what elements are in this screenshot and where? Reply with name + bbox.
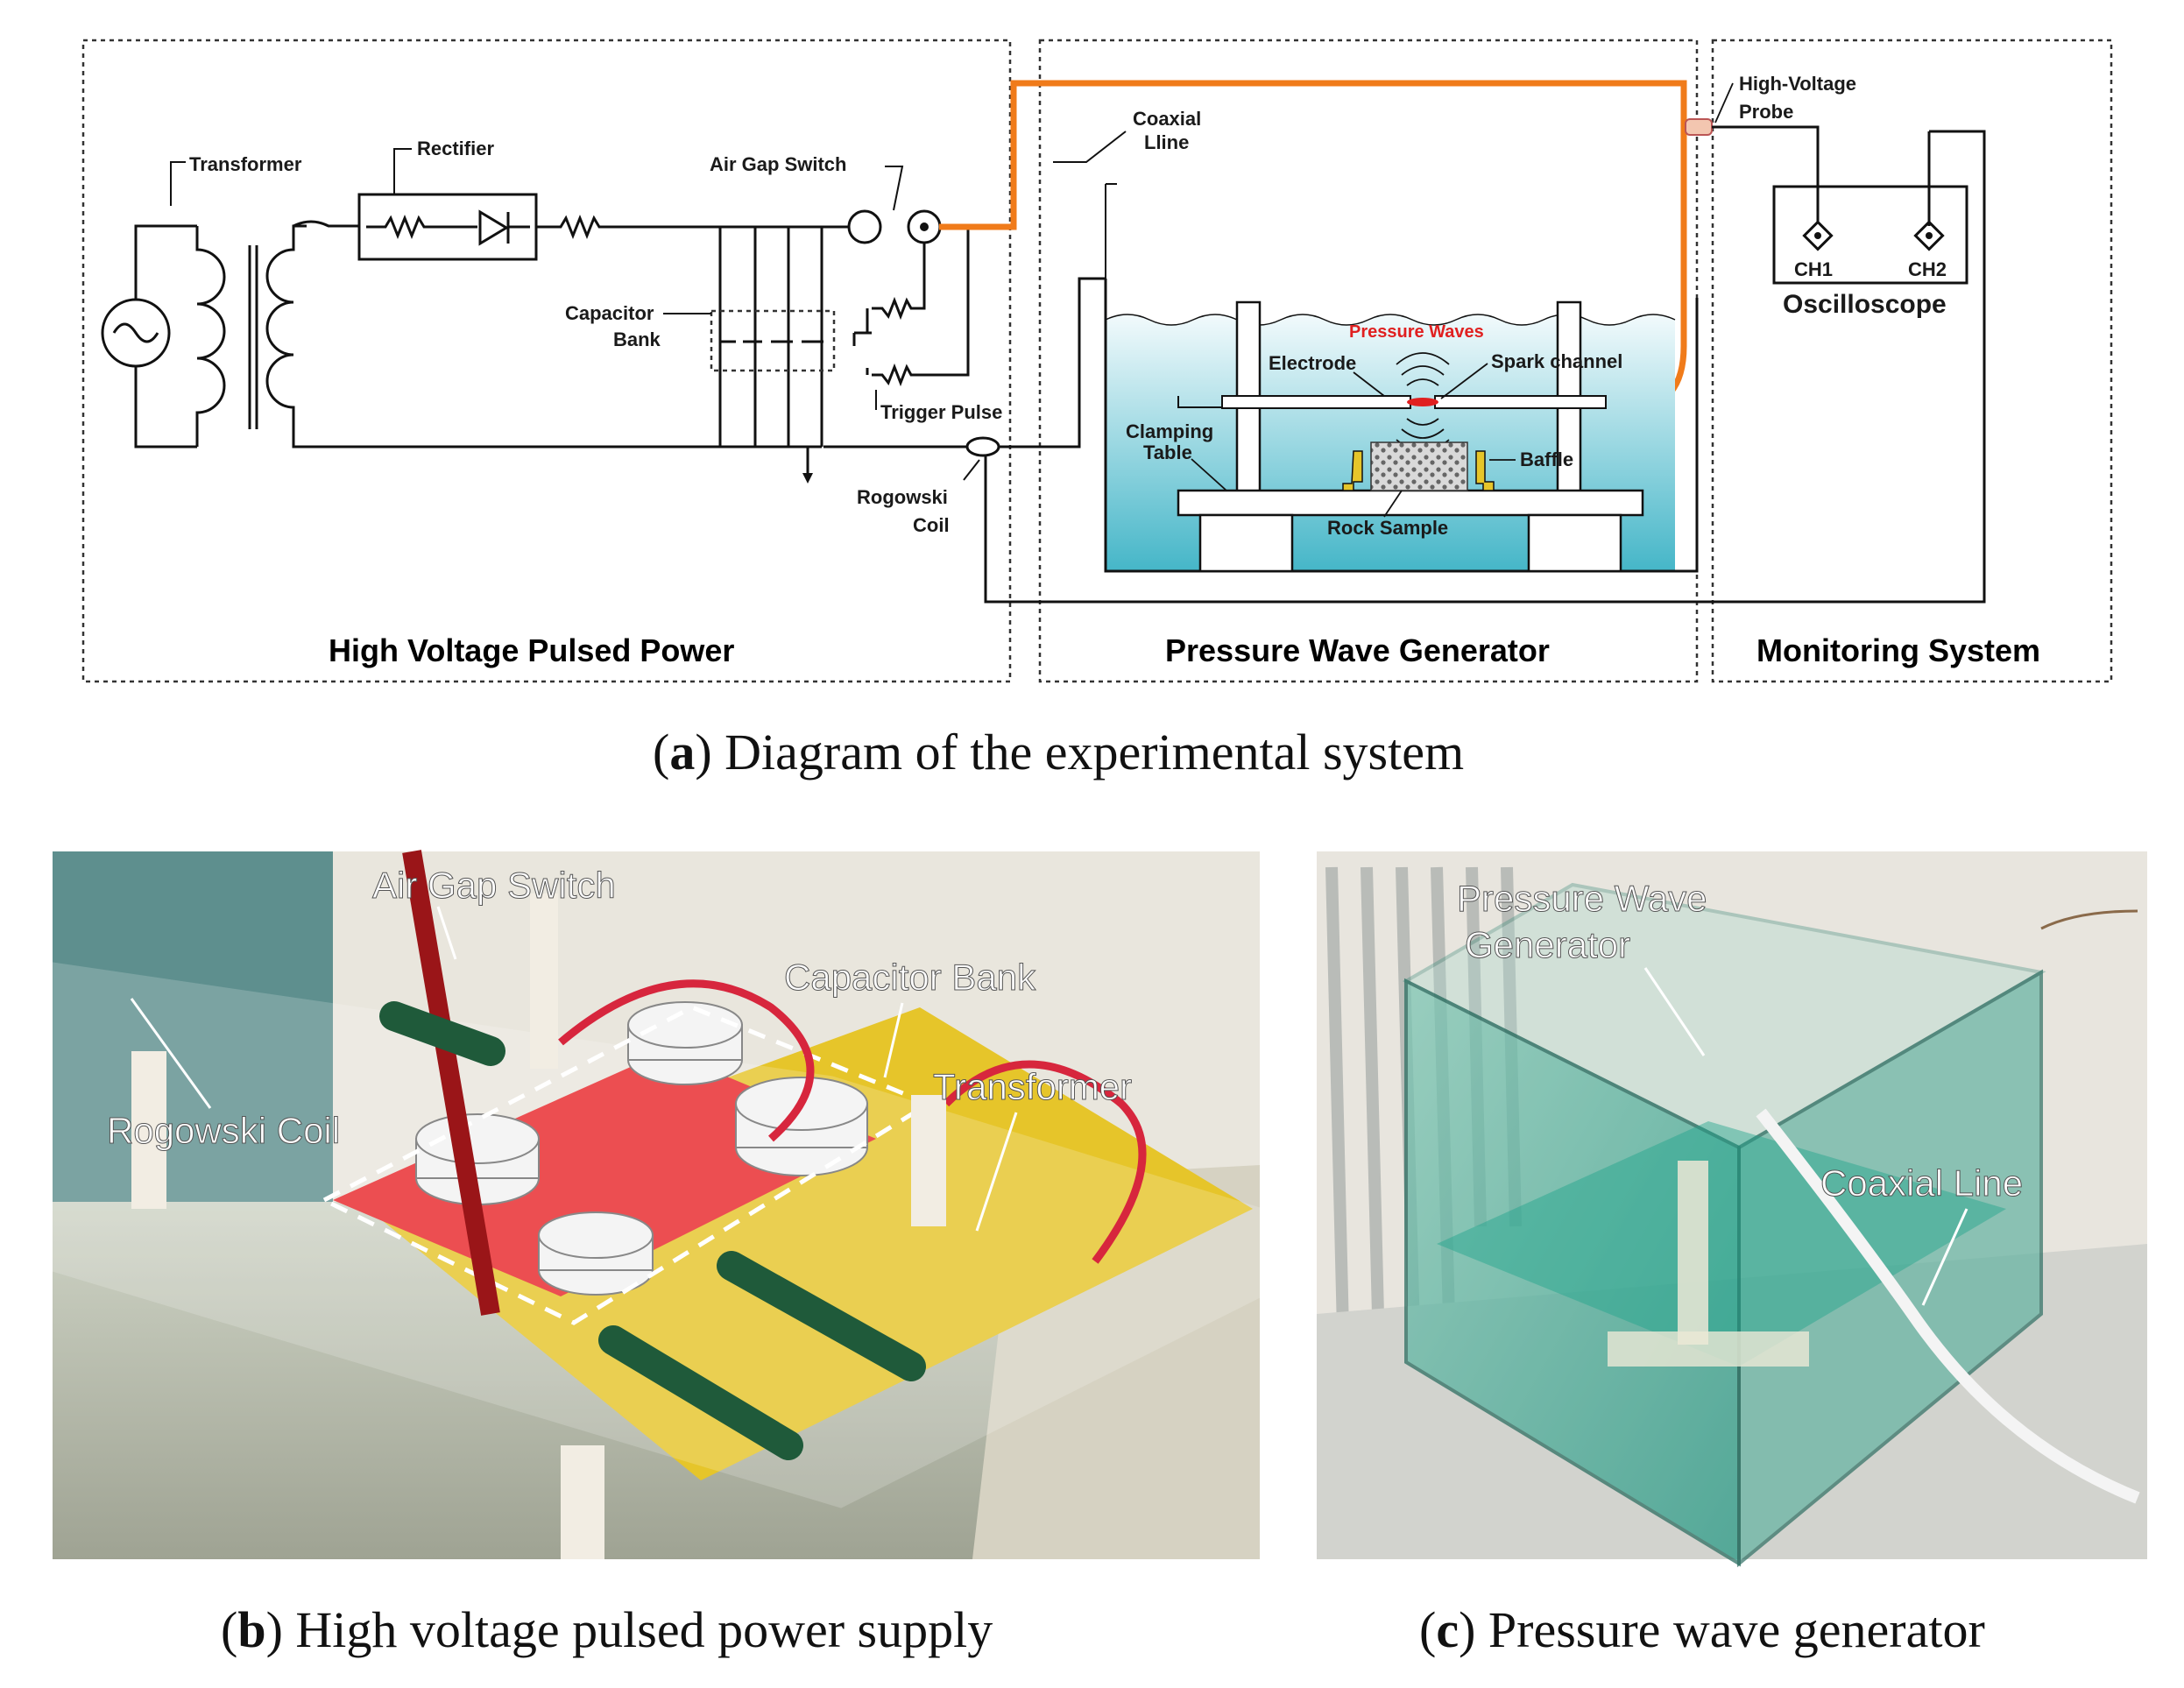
air-gap-switch-label: Air Gap Switch — [710, 153, 846, 175]
photo-c-coaxial-label: Coaxial Line — [1820, 1162, 2023, 1204]
hv-probe-label-1: High-Voltage — [1739, 73, 1856, 95]
ch1-label: CH1 — [1794, 258, 1833, 280]
ch2-label: CH2 — [1908, 258, 1947, 280]
panel-b-photo: Air Gap Switch Capacitor Bank Transforme… — [51, 850, 1262, 1658]
clamping-table-label-2: Table — [1143, 441, 1192, 463]
electrode-label: Electrode — [1269, 352, 1356, 374]
coaxial-label-2: Lline — [1144, 131, 1189, 153]
spark-channel-icon — [1407, 398, 1438, 406]
capacitor-bank-label-2: Bank — [613, 328, 661, 350]
caption-a: (a) Diagram of the experimental system — [653, 724, 1464, 780]
clamping-table-label-1: Clamping — [1126, 420, 1213, 442]
monitoring-section-frame — [1711, 39, 2113, 683]
photo-c-pwg-label-2: Generator — [1465, 924, 1630, 965]
ch1-connector-icon — [1802, 220, 1834, 251]
caption-a-text: Diagram of the experimental system — [712, 724, 1464, 780]
oscilloscope-icon — [1772, 185, 1968, 285]
monitoring-section-title: Monitoring System — [1756, 632, 2040, 668]
photo-b-capacitor-label: Capacitor Bank — [784, 957, 1036, 998]
air-gap-switch-icon — [847, 209, 942, 244]
caption-c: (c) Pressure wave generator — [1419, 1601, 1985, 1658]
photo-b-air-gap-label: Air Gap Switch — [372, 865, 616, 906]
capacitor-bank-label-1: Capacitor — [565, 302, 654, 324]
trigger-circuit — [852, 227, 970, 387]
caption-c-text: Pressure wave generator — [1475, 1601, 1984, 1658]
rock-sample-label: Rock Sample — [1327, 517, 1448, 539]
transformer-icon — [195, 220, 736, 448]
clamping-leader — [1191, 458, 1227, 491]
photo-b-transformer-label: Transformer — [933, 1066, 1132, 1107]
power-section-title: High Voltage Pulsed Power — [329, 632, 734, 668]
caption-a-letter: a — [669, 724, 695, 780]
spark-leader — [1440, 363, 1488, 399]
trigger-pulse-label: Trigger Pulse — [880, 401, 1002, 423]
air-gap-leader — [885, 166, 904, 211]
hv-probe-label-2: Probe — [1739, 101, 1793, 123]
coaxial-leader — [1053, 131, 1127, 163]
rogowski-to-ch2-wire — [984, 130, 1986, 604]
coaxial-label-1: Coaxial — [1133, 108, 1201, 130]
power-section-frame — [81, 39, 1012, 683]
hv-probe-icon — [1685, 118, 1713, 136]
ch2-connector-icon — [1913, 220, 1945, 251]
rectifier-block — [357, 193, 538, 261]
oscilloscope-label: Oscilloscope — [1783, 290, 1947, 319]
transformer-label: Transformer — [189, 153, 302, 175]
photo-c-pwg-label-1: Pressure Wave — [1457, 878, 1707, 919]
caption-c-letter: c — [1436, 1601, 1459, 1658]
probe-to-ch1-wire — [1712, 125, 1820, 237]
rogowski-label-1: Rogowski — [857, 486, 948, 508]
caption-b: (b) High voltage pulsed power supply — [221, 1601, 993, 1658]
top-bus-wire — [536, 214, 718, 240]
rectifier-label: Rectifier — [417, 138, 494, 159]
generator-section-title: Pressure Wave Generator — [1165, 632, 1550, 668]
rogowski-leader — [963, 459, 980, 481]
probe-leader — [1714, 82, 1734, 124]
photo-b-rogowski-label: Rogowski Coil — [107, 1110, 340, 1151]
rock-sample-icon — [1370, 441, 1468, 491]
electrode-leader — [1353, 371, 1385, 397]
rock-leader — [1383, 490, 1403, 518]
panel-a-diagram: Transformer Rectifier — [81, 39, 2113, 780]
transformer-leader — [170, 161, 186, 206]
rogowski-label-2: Coil — [913, 514, 950, 536]
capacitor-bank-icon — [710, 227, 836, 484]
water-tank — [1104, 183, 1699, 573]
rectifier-leader — [393, 148, 412, 194]
caption-b-letter: b — [237, 1601, 265, 1658]
generator-section-frame — [1038, 39, 1699, 683]
spark-channel-label: Spark channel — [1491, 350, 1622, 372]
rogowski-coil-icon — [965, 436, 1000, 457]
ac-source-icon — [101, 224, 197, 448]
baffle-label: Baffle — [1520, 448, 1573, 470]
panel-c-photo: Pressure Wave Generator Coaxial Line (c)… — [1317, 851, 2147, 1658]
caption-b-text: High voltage pulsed power supply — [283, 1601, 993, 1658]
rogowski-wires — [823, 277, 1106, 448]
pressure-waves-label: Pressure Waves — [1349, 322, 1484, 342]
